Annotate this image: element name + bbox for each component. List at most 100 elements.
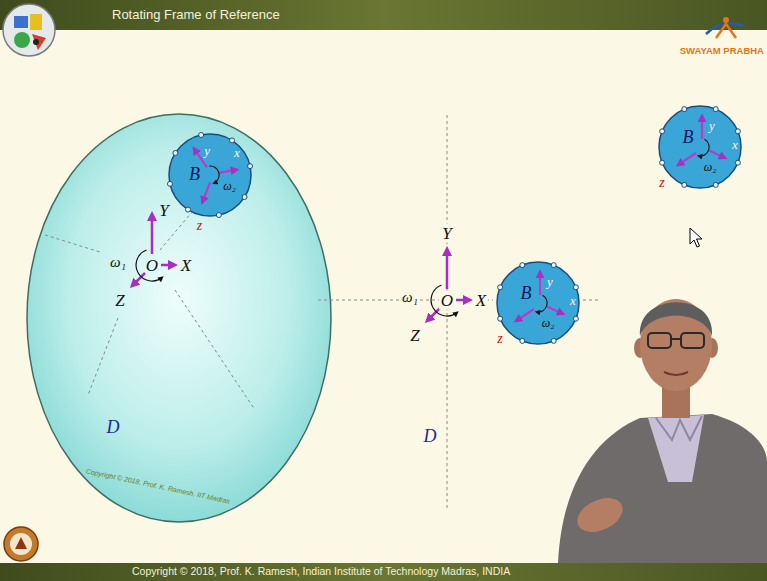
logo-disc	[10, 533, 32, 555]
logo-part	[14, 32, 30, 48]
course-logo	[3, 4, 55, 56]
axis-arrow	[546, 306, 563, 314]
axis-arrow	[194, 148, 207, 167]
logo-figure	[723, 17, 729, 23]
rim-dot	[660, 160, 665, 165]
axis-arrow	[195, 182, 217, 202]
presenter-shirt	[648, 415, 704, 482]
presenter-collar	[656, 416, 702, 440]
axis-label: Z	[115, 292, 124, 309]
presenter-jacket	[558, 414, 767, 563]
iit-logo	[4, 527, 38, 561]
body-label: B	[189, 165, 200, 183]
axis-label: z	[659, 176, 664, 190]
axis-arrow	[446, 249, 449, 289]
rim-dot	[242, 195, 247, 200]
copyright-caption: Copyright © 2018, Prof. K. Ramesh, India…	[132, 566, 510, 577]
rim-dot	[520, 338, 525, 343]
axis-label: Y	[159, 202, 168, 219]
angular-velocity-label: ω₁	[400, 289, 420, 306]
swayam-logo	[706, 17, 744, 38]
rim-dot	[573, 285, 578, 290]
axis-arrow	[161, 264, 175, 267]
mouse-cursor	[690, 228, 702, 247]
body-disk-outline	[496, 261, 580, 345]
presenter-hair	[640, 302, 712, 336]
axis-label: Y	[440, 224, 453, 243]
axis-label: z	[197, 219, 202, 233]
axis-label: y	[547, 275, 553, 288]
body-label: B	[521, 284, 532, 302]
rim-dot	[199, 132, 204, 137]
body-label: D	[107, 418, 120, 436]
angular-velocity-label: ω₂	[704, 161, 717, 173]
rim-dot	[573, 316, 578, 321]
angular-velocity-label: ω₁	[110, 255, 126, 270]
guide-line	[583, 300, 600, 301]
guide-line	[447, 115, 448, 510]
rotation-arc	[204, 163, 222, 183]
axis-label: X	[474, 291, 488, 310]
disk-body	[27, 114, 331, 522]
axis-label: y	[204, 144, 210, 157]
axis-arrow	[427, 308, 440, 321]
rim-dot	[185, 207, 190, 212]
body-axes	[174, 135, 241, 202]
rim-dot	[167, 181, 172, 186]
disk-body	[659, 106, 741, 188]
axis-arrow	[151, 214, 154, 254]
rim-dot	[230, 138, 235, 143]
rim-dot	[660, 129, 665, 134]
logo-disc	[3, 4, 55, 56]
axis-arrow	[539, 272, 541, 295]
axis-arrow	[456, 299, 470, 302]
rotation-arc	[698, 139, 709, 156]
logo-part	[32, 34, 46, 50]
axis-label: X	[181, 257, 191, 274]
rim-dot	[551, 263, 556, 268]
axis-label: x	[570, 294, 576, 307]
rim-dot	[520, 263, 525, 268]
body-disk: Byxzω₂	[168, 133, 252, 217]
logo-part	[15, 537, 27, 549]
presenter-hand	[572, 491, 628, 538]
fixed-axes	[427, 249, 470, 321]
guide-line	[175, 290, 255, 410]
rim-dot	[248, 164, 253, 169]
presenter-mouth	[664, 372, 688, 375]
rim-dot	[713, 107, 718, 112]
presenter-glasses	[681, 333, 704, 348]
body-label: D	[424, 427, 437, 445]
header-bar	[0, 0, 767, 30]
body-axes	[516, 272, 563, 321]
body-disk: By x z ω₂	[496, 261, 580, 345]
rim-dot	[682, 182, 687, 187]
rim-dot	[216, 213, 221, 218]
guide-lines	[318, 115, 600, 510]
rim-dot	[735, 129, 740, 134]
axis-label: y	[709, 119, 715, 132]
axis-arrow	[708, 150, 725, 158]
logo-part	[30, 14, 42, 30]
logo-figure	[716, 24, 736, 38]
rotating-disk: Byxzω₂D	[26, 113, 332, 523]
body-axes	[678, 116, 725, 165]
axis-label: Z	[410, 327, 419, 344]
fixed-axes	[132, 214, 175, 286]
axis-label: x	[234, 146, 240, 159]
axis-arrow	[678, 153, 696, 165]
axis-label: x	[732, 138, 738, 151]
axis-arrow	[516, 309, 534, 321]
guide-lines	[45, 212, 255, 410]
rotation-arc	[536, 295, 547, 312]
body-disk-outline	[658, 105, 742, 189]
disk-body	[497, 262, 579, 344]
origin-label: O	[146, 257, 158, 274]
rotation-arc	[136, 250, 162, 281]
logo-part	[14, 16, 28, 28]
axis-label: z	[497, 332, 502, 346]
angular-velocity-label: ω₂	[542, 317, 555, 329]
presenter-glasses	[648, 333, 671, 348]
